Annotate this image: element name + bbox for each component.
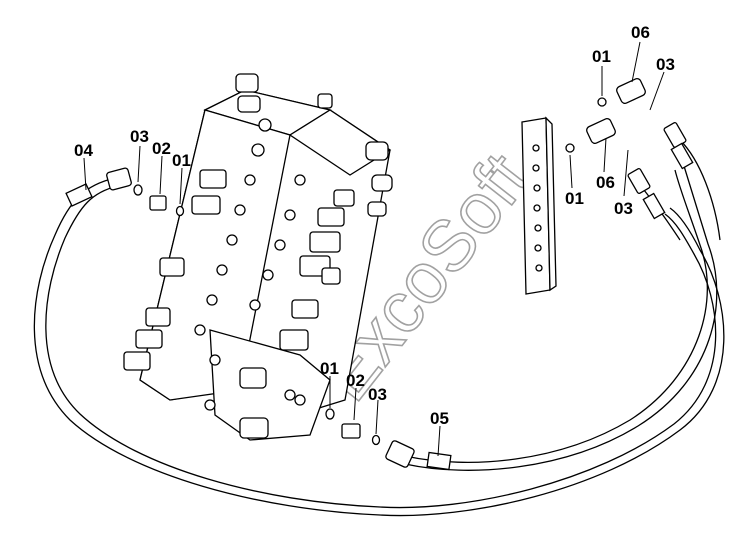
callout-labels: 01 06 03 01 06 03 04 03 02 01 01 02 03 0… <box>74 23 675 428</box>
left-small-parts <box>133 184 185 217</box>
adapter-02-left <box>149 195 167 211</box>
callout-01-left: 01 <box>172 151 191 170</box>
callout-05: 05 <box>430 409 449 428</box>
adapter-02-bottom <box>341 423 361 439</box>
elbow-06-top <box>616 78 646 104</box>
oring-03-bottom <box>371 434 381 446</box>
callout-03-bottom: 03 <box>368 385 387 404</box>
spool-caps <box>235 73 393 217</box>
hose-end-fitting-a <box>627 168 651 194</box>
callout-02-left: 02 <box>152 139 171 158</box>
hose-04-sleeve <box>65 183 93 207</box>
callout-01-mid: 01 <box>565 189 584 208</box>
elbow-06-mid <box>586 118 616 144</box>
bottom-small-parts <box>325 408 381 446</box>
block-fittings-right <box>279 189 355 351</box>
control-valve-block <box>123 73 393 441</box>
callout-02-bottom: 02 <box>346 371 365 390</box>
oring-01-bottom <box>325 408 335 420</box>
hose-04 <box>33 167 725 517</box>
hose-04-fitting <box>106 167 132 191</box>
block-fittings-left <box>123 169 227 371</box>
leader-lines <box>83 41 665 457</box>
right-hose-ends <box>627 122 721 241</box>
callout-03-top: 03 <box>656 55 675 74</box>
lower-block-fittings <box>239 367 306 439</box>
oring-03-left <box>133 184 143 196</box>
callout-06-top: 06 <box>631 23 650 42</box>
hose-end-sleeve-b <box>670 142 694 170</box>
valve-ports <box>194 118 306 411</box>
upper-right-small-parts <box>565 78 646 153</box>
hose-05-sleeve <box>426 451 452 471</box>
callout-01-bottom: 01 <box>320 359 339 378</box>
mounting-bracket <box>521 116 557 295</box>
oring-01-mid <box>565 143 575 153</box>
bracket-holes <box>532 144 543 272</box>
oring-01-top <box>597 97 607 107</box>
callout-03-left: 03 <box>130 127 149 146</box>
hose-end-sleeve-a <box>642 192 666 220</box>
hose-05 <box>385 165 718 471</box>
callout-04: 04 <box>74 141 93 160</box>
callout-03-mid: 03 <box>614 199 633 218</box>
callout-06-mid: 06 <box>596 173 615 192</box>
callout-01-top: 01 <box>592 47 611 66</box>
hose-05-fitting <box>385 440 415 468</box>
oring-01-left <box>175 205 185 217</box>
